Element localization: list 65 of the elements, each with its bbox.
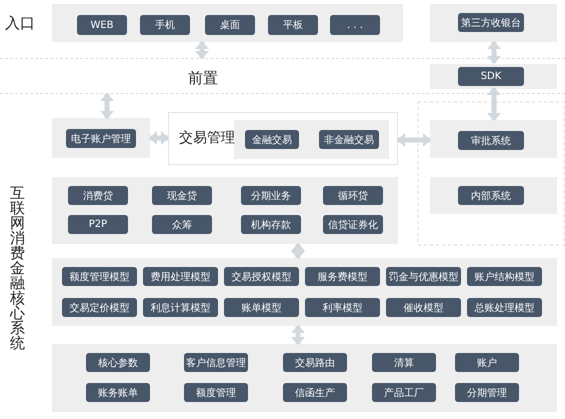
module-box: 现金贷 (152, 186, 212, 205)
module-box: 消费贷 (68, 186, 128, 205)
module-box: 平板 (268, 15, 318, 35)
double-arrow (291, 243, 305, 259)
module-box: 机构存款 (241, 215, 301, 234)
vertical-title: 互联网消费金融核心系统 (10, 186, 26, 351)
module-box: 服务费模型 (305, 267, 380, 286)
module-box: 费用处理模型 (143, 267, 218, 286)
module-box: 分期业务 (241, 186, 301, 205)
module-box: 清算 (372, 353, 436, 372)
module-box: 账务账单 (86, 383, 150, 402)
layer-panel (430, 177, 557, 214)
module-box: 金融交易 (245, 130, 299, 149)
layer-panel (52, 258, 557, 326)
module-box: P2P (68, 215, 128, 234)
module-box: 利息计算模型 (143, 298, 218, 317)
module-box: 交易授权模型 (224, 267, 299, 286)
module-box: 核心参数 (86, 353, 150, 372)
module-box: 交易路由 (283, 353, 347, 372)
module-box: 信贷证券化 (323, 215, 383, 234)
double-arrow (195, 41, 209, 59)
module-box: 额度管理 (184, 383, 248, 402)
module-box: SDK (458, 67, 524, 86)
layer-panel (52, 118, 150, 158)
module-box: 循环贷 (323, 186, 383, 205)
module-box: 账户结构模型 (467, 267, 542, 286)
module-box: 交易定价模型 (62, 298, 137, 317)
layer-band (0, 58, 565, 94)
module-box: WEB (77, 15, 127, 35)
module-box: 众筹 (152, 215, 212, 234)
module-box: 利率模型 (305, 298, 380, 317)
module-box: 客户信息管理 (184, 353, 248, 372)
layer-panel (168, 112, 398, 165)
double-arrow (100, 93, 114, 119)
module-box: 额度管理模型 (62, 267, 137, 286)
layer-panel (234, 120, 389, 159)
module-box: 账单模型 (224, 298, 299, 317)
layer-panel (430, 4, 557, 42)
double-arrow (487, 41, 501, 64)
module-box: 第三方收银台 (458, 13, 524, 32)
double-arrow (397, 133, 431, 147)
module-box: 手机 (140, 15, 190, 35)
section-heading: 入口 (5, 14, 35, 33)
layer-panel (52, 177, 398, 244)
module-box: . . . (330, 15, 380, 35)
module-box: 催收模型 (386, 298, 461, 317)
module-box: 非金融交易 (319, 130, 379, 149)
module-box: 电子账户管理 (66, 129, 136, 148)
layer-panel (430, 64, 557, 89)
module-box: 罚金与优惠模型 (386, 267, 461, 286)
double-arrow (149, 131, 169, 145)
module-box: 审批系统 (458, 131, 524, 150)
double-arrow (487, 87, 501, 121)
layer-panel (52, 344, 557, 412)
double-arrow (291, 325, 305, 345)
layer-panel (430, 120, 557, 158)
module-box: 桌面 (205, 15, 255, 35)
module-box: 分期管理 (455, 383, 519, 402)
module-box: 产品工厂 (372, 383, 436, 402)
module-box: 总账处理模型 (467, 298, 542, 317)
section-heading: 前置 (188, 69, 218, 88)
section-heading: 交易管理 (179, 129, 235, 147)
module-box: 内部系统 (458, 186, 524, 205)
module-box: 账户 (455, 353, 519, 372)
module-box: 信函生产 (283, 383, 347, 402)
